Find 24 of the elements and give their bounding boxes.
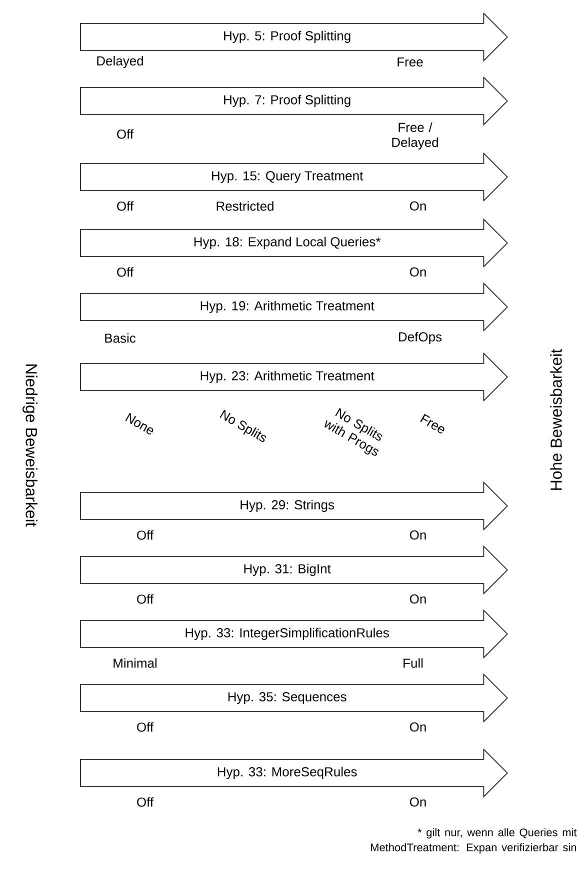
option-label: Off [137,594,154,604]
option-label: Off [117,129,134,139]
option-label: On [410,267,426,277]
option-label: DefOps [399,332,442,344]
option-label: No Splits [220,410,266,442]
option-label: Full [404,658,423,668]
option-label: Restricted [216,201,274,211]
option-label: On [410,530,426,540]
option-label: On [410,201,426,211]
axis-label: Niedrige Beweisbarkeit [22,364,38,527]
option-label: Basic [105,333,136,343]
option-label: None [125,412,154,434]
axis-label: Hohe Beweisbarkeit [550,349,562,490]
option-label: Minimal [114,658,157,668]
option-label: Off [137,530,154,540]
footnote: * gilt nur, wenn alle Queries mit MethodTreatment: Expan verifizierbar sin [370,828,577,854]
option-label: Off [117,201,134,211]
option-label: On [410,797,426,807]
option-label: Off [137,722,154,732]
option-label: On [410,594,426,604]
option-label: On [410,722,426,732]
option-label: Off [137,797,154,807]
option-label: Free [420,414,444,434]
option-label: Off [117,267,134,277]
